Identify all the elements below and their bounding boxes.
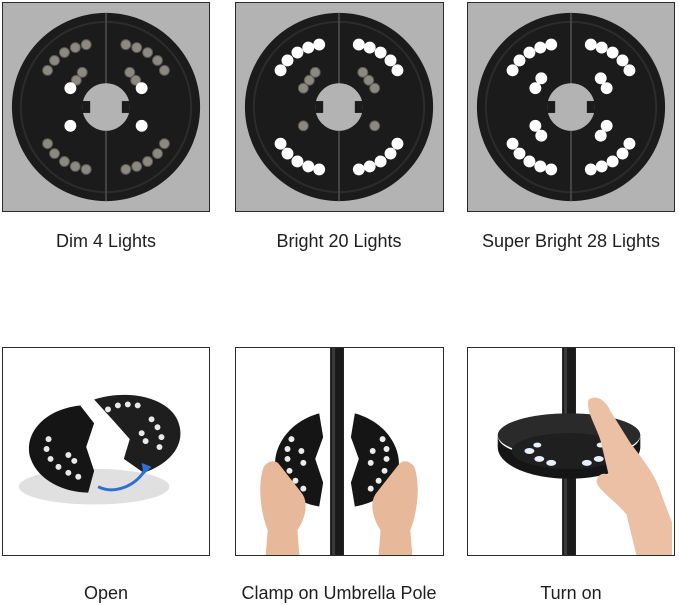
open-step-image — [2, 347, 210, 556]
bright-mode-image — [235, 2, 444, 212]
dim-mode-image — [2, 2, 210, 212]
clamp-step-image — [235, 347, 444, 556]
turn-on-step-caption: Turn on — [540, 583, 602, 603]
clamp-step-caption: Clamp on Umbrella Pole — [241, 583, 437, 603]
open-step-caption: Open — [83, 583, 129, 603]
dim-mode-caption: Dim 4 Lights — [55, 231, 157, 251]
super-bright-mode-image — [467, 2, 675, 212]
bright-mode-caption: Bright 20 Lights — [276, 231, 402, 251]
turn-on-step-image — [467, 347, 675, 556]
super-bright-mode-caption: Super Bright 28 Lights — [481, 231, 661, 251]
